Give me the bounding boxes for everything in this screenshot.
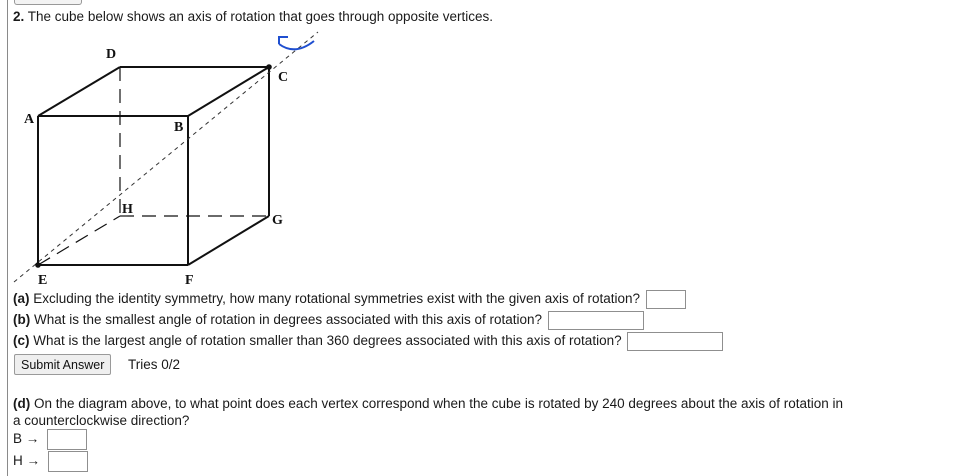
vertex-label-d: D bbox=[106, 47, 116, 62]
rotation-axis bbox=[13, 31, 319, 283]
vertex-dot-c bbox=[266, 64, 272, 70]
edge-ad bbox=[37, 66, 121, 117]
left-border bbox=[7, 0, 8, 476]
vertex-label-c: C bbox=[278, 70, 288, 85]
edge-fg bbox=[187, 215, 270, 266]
tries-counter: Tries 0/2 bbox=[128, 357, 181, 372]
part-c: (c) What is the largest angle of rotatio… bbox=[13, 332, 724, 351]
part-b-tag: (b) bbox=[13, 312, 31, 328]
part-d-text-line1: On the diagram above, to what point does… bbox=[34, 396, 844, 411]
vertex-label-b: B bbox=[174, 120, 183, 135]
part-d-line1: (d) On the diagram above, to what point … bbox=[13, 396, 843, 411]
vertex-label-e: E bbox=[38, 273, 47, 288]
part-c-text: What is the largest angle of rotation sm… bbox=[33, 333, 622, 349]
part-a-tag: (a) bbox=[13, 291, 30, 307]
part-d-line2: a counterclockwise direction? bbox=[13, 413, 190, 428]
vertex-label-f: F bbox=[185, 273, 194, 288]
part-d-tag: (d) bbox=[13, 396, 31, 411]
question-intro: 2. The cube below shows an axis of rotat… bbox=[13, 9, 493, 24]
previous-button-stub bbox=[14, 0, 82, 5]
cube-diagram: A D C B H G E F bbox=[13, 31, 319, 288]
rotation-arrow-icon bbox=[278, 36, 315, 51]
vertex-label-g: G bbox=[272, 213, 283, 228]
part-b-text: What is the smallest angle of rotation i… bbox=[34, 312, 543, 328]
question-number: 2. bbox=[13, 9, 25, 24]
question-text: The cube below shows an axis of rotation… bbox=[27, 9, 494, 24]
part-a-answer-input[interactable] bbox=[645, 290, 686, 309]
part-c-answer-input[interactable] bbox=[627, 332, 724, 351]
mapping-row-b: B → bbox=[13, 429, 88, 450]
mapping-label-b: B → bbox=[13, 431, 40, 447]
edge-bc bbox=[187, 66, 270, 117]
part-b-answer-input[interactable] bbox=[547, 311, 644, 330]
vertex-label-a: A bbox=[24, 112, 35, 127]
mapping-b-input[interactable] bbox=[47, 429, 88, 450]
mapping-row-h: H → bbox=[13, 451, 88, 472]
hidden-edge-eh bbox=[37, 215, 121, 266]
part-c-tag: (c) bbox=[13, 333, 30, 349]
part-a: (a) Excluding the identity symmetry, how… bbox=[13, 290, 686, 309]
vertex-label-h: H bbox=[122, 202, 133, 217]
mapping-h-input[interactable] bbox=[47, 451, 88, 472]
part-b: (b) What is the smallest angle of rotati… bbox=[13, 311, 644, 330]
part-a-text: Excluding the identity symmetry, how man… bbox=[33, 291, 641, 307]
mapping-label-h: H → bbox=[13, 453, 40, 469]
vertex-dot-e bbox=[35, 262, 41, 268]
submit-answer-button[interactable]: Submit Answer bbox=[14, 354, 112, 375]
